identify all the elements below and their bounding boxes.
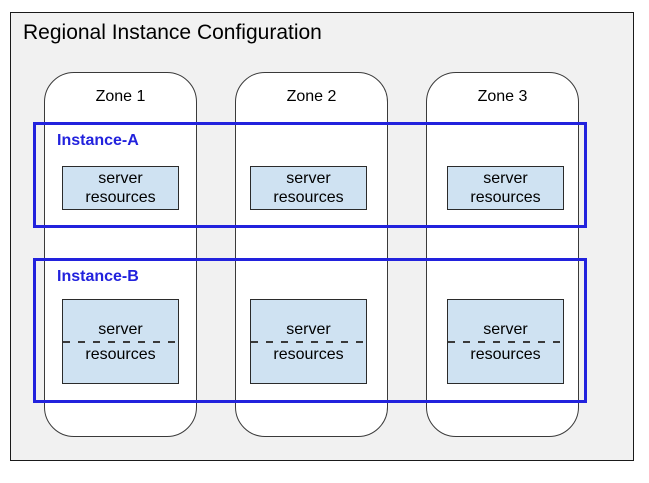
zone-1-label: Zone 1 xyxy=(95,88,146,105)
server-resources-box-a3: server resources xyxy=(447,166,564,210)
server-resources-box-a1: server resources xyxy=(62,166,179,210)
dashed-split-divider xyxy=(63,340,178,343)
server-resources-line2: resources xyxy=(85,189,156,206)
server-resources-line1: server xyxy=(286,320,331,338)
dashed-split-divider xyxy=(448,340,563,343)
server-resources-line2: resources xyxy=(470,189,541,206)
server-resources-box-a2: server resources xyxy=(250,166,367,210)
server-resources-box-b2: server resources xyxy=(250,299,367,384)
dashed-split-divider xyxy=(251,340,366,343)
server-resources-line1: server xyxy=(98,170,143,187)
server-resources-box-b1: server resources xyxy=(62,299,179,384)
diagram-title: Regional Instance Configuration xyxy=(23,21,322,44)
server-resources-line1: server xyxy=(98,320,143,338)
instance-a-label: Instance-A xyxy=(57,132,139,149)
zone-3-label: Zone 3 xyxy=(477,88,528,105)
server-resources-line1: server xyxy=(286,170,331,187)
server-resources-line1: server xyxy=(483,320,528,338)
server-resources-line2: resources xyxy=(273,189,344,206)
instance-a-box: Instance-A xyxy=(33,122,587,228)
zone-2-label: Zone 2 xyxy=(286,88,337,105)
instance-b-box: Instance-B xyxy=(33,258,587,403)
server-resources-line2: resources xyxy=(273,345,344,363)
server-resources-box-b3: server resources xyxy=(447,299,564,384)
server-resources-line2: resources xyxy=(470,345,541,363)
server-resources-line1: server xyxy=(483,170,528,187)
server-resources-line2: resources xyxy=(85,345,156,363)
instance-b-label: Instance-B xyxy=(57,268,139,285)
